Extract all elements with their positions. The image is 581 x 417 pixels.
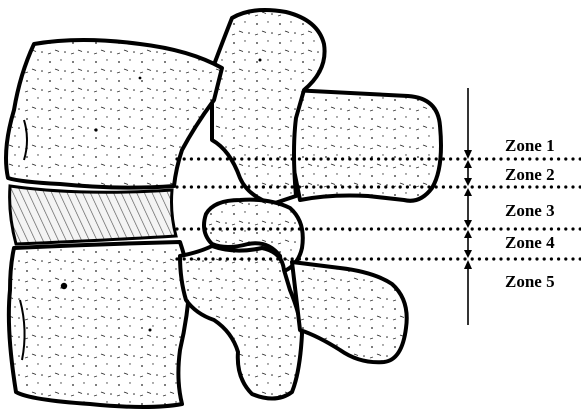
zone-4-label: Zone 4 [505, 233, 555, 252]
zone-5-label: Zone 5 [505, 272, 555, 291]
zone-1-label: Zone 1 [505, 136, 555, 155]
lower-vertebral-body [9, 242, 190, 407]
zone-arrows [464, 88, 472, 325]
lower-lamina [180, 246, 302, 399]
vertebrae-illustration [6, 10, 441, 407]
upper-spinous-process [292, 90, 441, 201]
lower-spinous-process [292, 262, 407, 362]
intervertebral-disc [10, 186, 176, 244]
zone-3-label: Zone 3 [505, 201, 555, 220]
zone-2-label: Zone 2 [505, 165, 555, 184]
upper-vertebral-body [6, 40, 222, 188]
